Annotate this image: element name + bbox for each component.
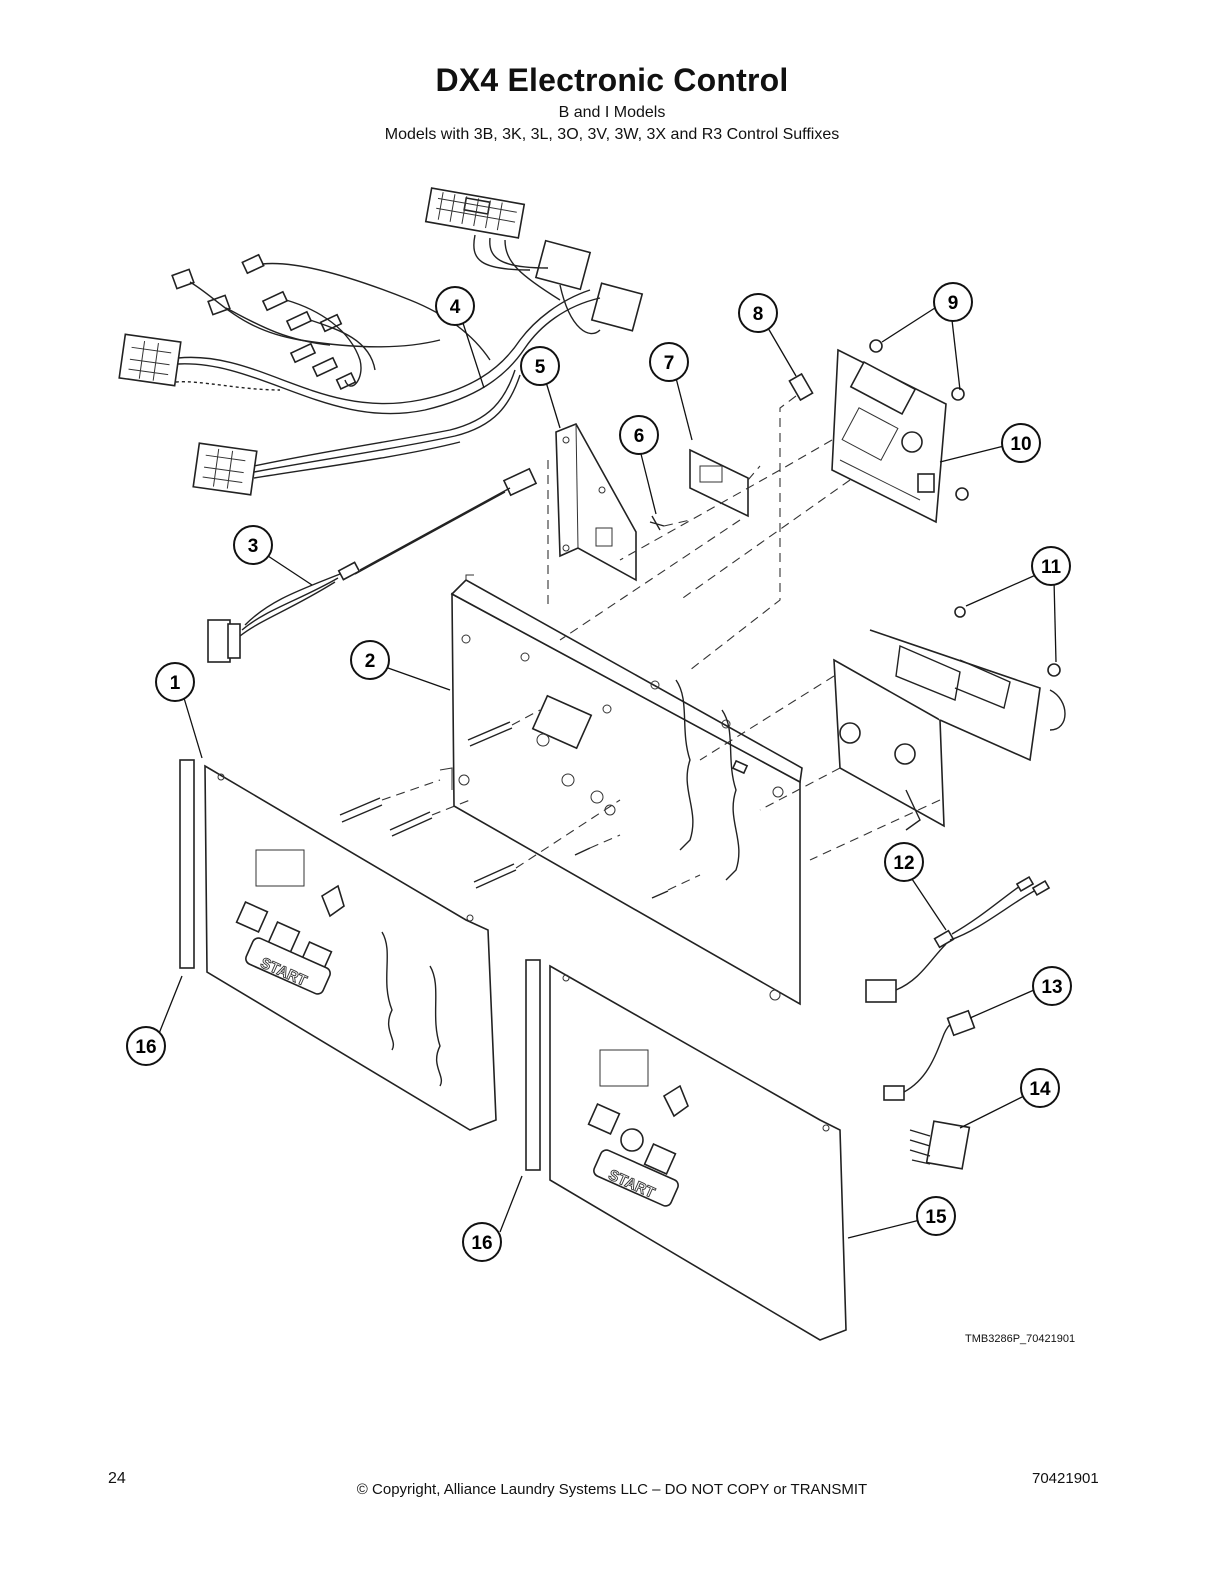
callout-12: 12 (884, 842, 924, 882)
callout-14: 14 (1020, 1068, 1060, 1108)
document-number: 70421901 (1032, 1470, 1099, 1487)
callout-5: 5 (520, 346, 560, 386)
callout-6: 6 (619, 415, 659, 455)
callout-1: 1 (155, 662, 195, 702)
standoff (689, 372, 814, 671)
svg-text:5: 5 (535, 357, 546, 378)
svg-text:8: 8 (753, 304, 764, 325)
callout-7: 7 (649, 342, 689, 382)
svg-text:9: 9 (948, 293, 959, 314)
callout-16-right: 16 (462, 1222, 502, 1262)
wiring-harness (118, 187, 644, 496)
sensor-board (559, 448, 761, 641)
copyright-notice: © Copyright, Alliance Laundry Systems LL… (356, 1481, 868, 1498)
svg-text:15: 15 (925, 1207, 947, 1228)
callout-8: 8 (738, 293, 778, 333)
leader-lines (157, 305, 1057, 1239)
svg-text:14: 14 (1029, 1079, 1051, 1100)
callout-3: 3 (233, 525, 273, 565)
page-title: DX4 Electronic Control (435, 62, 789, 98)
screw-6 (649, 515, 691, 531)
page-number: 24 (108, 1470, 126, 1487)
svg-text:16: 16 (471, 1233, 492, 1254)
svg-text:13: 13 (1041, 977, 1062, 998)
page-subtitle: B and I Models (558, 104, 666, 121)
callout-10: 10 (1001, 423, 1041, 463)
control-module (699, 606, 1066, 861)
svg-text:11: 11 (1041, 557, 1062, 578)
callout-16-left: 16 (126, 1026, 166, 1066)
svg-text:4: 4 (450, 297, 461, 318)
svg-text:12: 12 (893, 853, 914, 874)
svg-text:1: 1 (170, 673, 181, 694)
callout-13: 13 (1032, 966, 1072, 1006)
models-line: Models with 3B, 3K, 3L, 3O, 3V, 3W, 3X a… (384, 126, 840, 143)
svg-text:2: 2 (365, 651, 376, 672)
main-panel (439, 574, 803, 1006)
callout-4: 4 (435, 286, 475, 326)
wire-pigtail (865, 875, 1051, 1003)
callout-11: 11 (1031, 546, 1071, 586)
gasket-strip-left (179, 759, 195, 969)
terminal-block (909, 1120, 971, 1170)
svg-text:3: 3 (248, 536, 259, 557)
callout-9: 9 (933, 282, 973, 322)
overlay-right: START (549, 964, 847, 1341)
callout-15: 15 (916, 1196, 956, 1236)
figure-id: TMB3286P_70421901 (965, 1333, 1076, 1345)
svg-text:7: 7 (664, 353, 675, 374)
overlay-left: START (204, 764, 497, 1131)
bracket (547, 422, 637, 610)
svg-text:16: 16 (135, 1037, 156, 1058)
svg-text:10: 10 (1010, 434, 1031, 455)
screws (339, 709, 701, 899)
callout-2: 2 (350, 640, 390, 680)
svg-text:6: 6 (634, 426, 645, 447)
cable-harness (207, 467, 538, 663)
small-harness (883, 1009, 976, 1101)
gasket-strip-right (525, 959, 541, 1171)
control-board (619, 339, 969, 601)
